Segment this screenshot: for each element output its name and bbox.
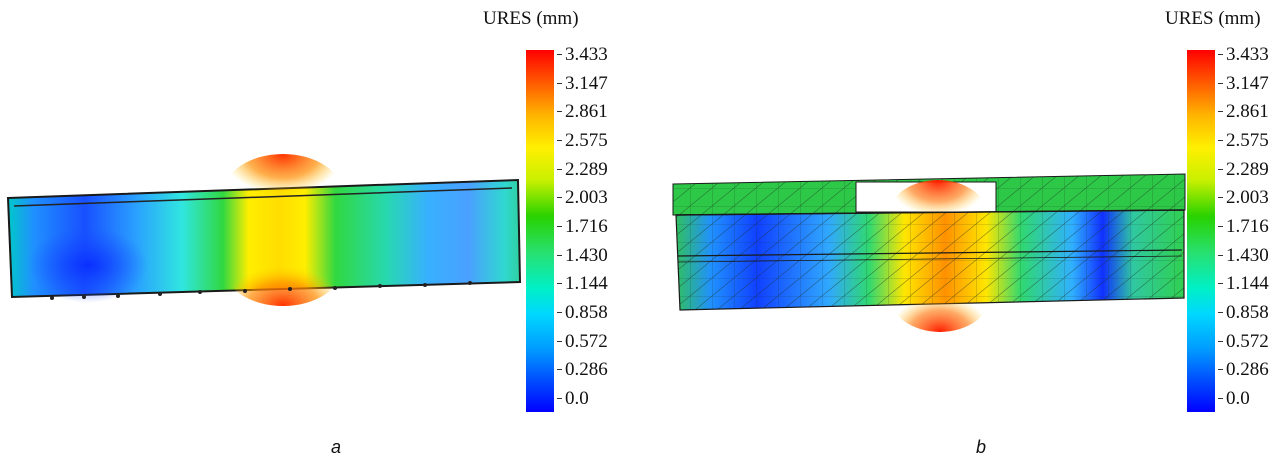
colorbar-tick: 0.286 [1218,359,1269,380]
colorbar-tick: 3.433 [1218,44,1269,65]
panel-caption: b [976,437,987,457]
colorbar-tick: 3.147 [557,73,608,94]
colorbar-tick: 0.572 [1218,331,1269,352]
colorbar [526,50,554,412]
colorbar-tick: 3.433 [557,44,608,65]
colorbar-tick: 2.861 [1218,101,1269,122]
displacement-plot-b [672,173,1186,332]
colorbar-tick: 0.858 [557,302,608,323]
colorbar-tick: 0.0 [557,388,589,409]
colorbar-tick: 2.289 [1218,159,1269,180]
colorbar-tick: 2.289 [557,159,608,180]
colorbar-tick: 1.144 [1218,273,1269,294]
colorbar-tick: 0.858 [1218,302,1269,323]
colorbar-tick: 1.430 [557,245,608,266]
colorbar-tick: 0.286 [557,359,608,380]
colorbar-tick: 1.716 [557,216,608,237]
colorbar-tick: 2.861 [557,101,608,122]
colorbar-title: URES (mm) [483,8,579,29]
colorbar-tick: 1.144 [557,273,608,294]
panel-caption: a [331,437,342,457]
colorbar-tick: 1.430 [1218,245,1269,266]
colorbar-tick: 1.716 [1218,216,1269,237]
colorbar-tick: 0.0 [1218,388,1250,409]
colorbar [1187,50,1215,412]
displacement-plot-a [6,154,522,306]
colorbar-tick: 2.575 [557,130,608,151]
colorbar-tick: 3.147 [1218,73,1269,94]
panel-b: URES (mm) 3.433 3.147 2.861 2.575 2.289 … [650,0,1285,458]
colorbar-title: URES (mm) [1165,8,1261,29]
panel-a: URES (mm) 3.433 3.147 2.861 2.575 2.289 … [0,0,640,458]
colorbar-tick: 2.003 [1218,187,1269,208]
colorbar-tick: 0.572 [557,331,608,352]
colorbar-tick: 2.575 [1218,130,1269,151]
colorbar-tick: 2.003 [557,187,608,208]
